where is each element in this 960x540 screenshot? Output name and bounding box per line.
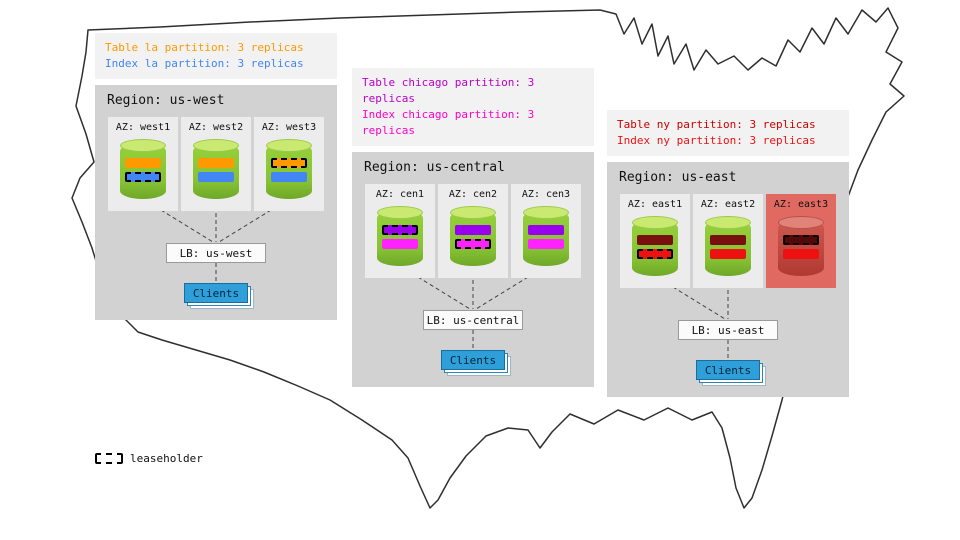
region-group-us-central: Table chicago partition: 3 replicas Inde…: [352, 68, 594, 387]
table-replica-bar: [271, 158, 307, 168]
region-title: Region: us-west: [107, 93, 225, 108]
cylinder-top-icon: [193, 139, 239, 152]
cylinder-top-icon: [377, 206, 423, 219]
cylinder-top-icon: [705, 216, 751, 229]
cylinder-top-icon: [632, 216, 678, 229]
database-cylinder-icon: [450, 206, 496, 266]
table-replica-bar: [125, 158, 161, 168]
annotation-index-line: Index chicago partition: 3 replicas: [362, 108, 535, 137]
legend-label: leaseholder: [130, 452, 203, 465]
az-label: AZ: cen2: [448, 189, 498, 200]
annotation-table-line: Table ny partition: 3 replicas: [617, 118, 816, 131]
table-replica-bar: [783, 235, 819, 245]
az-label: AZ: west3: [261, 122, 317, 133]
database-cylinder-icon: [120, 139, 166, 199]
table-replica-bar: [198, 158, 234, 168]
region-group-us-west: Table la partition: 3 replicas Index la …: [95, 33, 337, 320]
index-replica-bar: [783, 249, 819, 259]
az-box-west1: AZ: west1: [108, 117, 178, 211]
az-box-west3: AZ: west3: [254, 117, 324, 211]
annotation-index-line: Index ny partition: 3 replicas: [617, 134, 816, 147]
load-balancer-box: LB: us-west: [166, 243, 266, 263]
database-cylinder-icon: [778, 216, 824, 276]
region-group-us-east: Table ny partition: 3 replicas Index ny …: [607, 110, 849, 397]
cylinder-top-icon: [266, 139, 312, 152]
az-label: AZ: cen1: [375, 189, 425, 200]
az-row: AZ: cen1 AZ: cen2: [365, 184, 581, 278]
az-box-east3-failed: AZ: east3: [766, 194, 836, 288]
annotation-index-line: Index la partition: 3 replicas: [105, 57, 304, 70]
annotation-table-line: Table la partition: 3 replicas: [105, 41, 304, 54]
region-box-us-west: Region: us-west AZ: west1 AZ: west2: [95, 85, 337, 320]
region-title: Region: us-east: [619, 170, 737, 185]
table-replica-bar: [637, 235, 673, 245]
az-label: AZ: west2: [188, 122, 244, 133]
table-replica-bar: [455, 225, 491, 235]
annotation-box: Table ny partition: 3 replicas Index ny …: [607, 110, 849, 156]
cylinder-top-icon: [778, 216, 824, 229]
database-cylinder-icon: [632, 216, 678, 276]
database-cylinder-icon: [266, 139, 312, 199]
index-replica-bar: [198, 172, 234, 182]
az-label: AZ: east2: [700, 199, 756, 210]
clients-button[interactable]: Clients: [184, 283, 248, 303]
database-cylinder-icon: [377, 206, 423, 266]
az-box-east2: AZ: east2: [693, 194, 763, 288]
az-label: AZ: west1: [115, 122, 171, 133]
az-box-cen3: AZ: cen3: [511, 184, 581, 278]
region-title: Region: us-central: [364, 160, 505, 175]
az-label: AZ: east3: [773, 199, 829, 210]
legend: leaseholder: [95, 452, 203, 465]
cylinder-top-icon: [523, 206, 569, 219]
index-replica-bar: [710, 249, 746, 259]
annotation-box: Table chicago partition: 3 replicas Inde…: [352, 68, 594, 146]
database-cylinder-icon: [193, 139, 239, 199]
az-label: AZ: east1: [627, 199, 683, 210]
index-replica-bar: [125, 172, 161, 182]
annotation-box: Table la partition: 3 replicas Index la …: [95, 33, 337, 79]
az-box-west2: AZ: west2: [181, 117, 251, 211]
cylinder-top-icon: [450, 206, 496, 219]
index-replica-bar: [382, 239, 418, 249]
table-replica-bar: [382, 225, 418, 235]
region-box-us-east: Region: us-east AZ: east1 AZ: east2: [607, 162, 849, 397]
load-balancer-box: LB: us-central: [423, 310, 523, 330]
az-row: AZ: west1 AZ: west2: [108, 117, 324, 211]
clients-button[interactable]: Clients: [696, 360, 760, 380]
clients-button[interactable]: Clients: [441, 350, 505, 370]
az-box-cen2: AZ: cen2: [438, 184, 508, 278]
load-balancer-box: LB: us-east: [678, 320, 778, 340]
az-box-cen1: AZ: cen1: [365, 184, 435, 278]
index-replica-bar: [528, 239, 564, 249]
annotation-table-line: Table chicago partition: 3 replicas: [362, 76, 535, 105]
index-replica-bar: [637, 249, 673, 259]
database-cylinder-icon: [705, 216, 751, 276]
index-replica-bar: [455, 239, 491, 249]
az-box-east1: AZ: east1: [620, 194, 690, 288]
index-replica-bar: [271, 172, 307, 182]
region-box-us-central: Region: us-central AZ: cen1 AZ: cen2: [352, 152, 594, 387]
leaseholder-swatch-icon: [95, 453, 123, 464]
cylinder-top-icon: [120, 139, 166, 152]
database-cylinder-icon: [523, 206, 569, 266]
az-row: AZ: east1 AZ: east2: [620, 194, 836, 288]
table-replica-bar: [528, 225, 564, 235]
table-replica-bar: [710, 235, 746, 245]
az-label: AZ: cen3: [521, 189, 571, 200]
